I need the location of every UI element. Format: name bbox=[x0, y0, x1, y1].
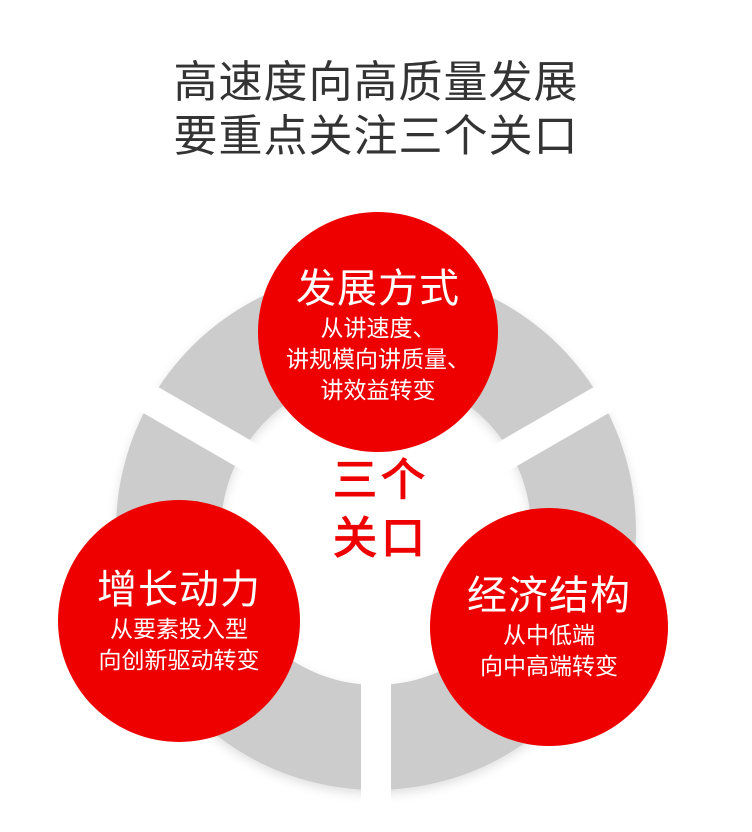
node-development-mode: 发展方式 从讲速度、 讲规模向讲质量、 讲效益转变 bbox=[258, 212, 498, 452]
node-line: 从中低端 bbox=[503, 623, 595, 649]
node-growth-drivers: 增长动力 从要素投入型 向创新驱动转变 bbox=[58, 500, 300, 742]
node-line: 从要素投入型 bbox=[110, 617, 248, 643]
node-line: 讲效益转变 bbox=[320, 377, 436, 404]
node-line: 讲规模向讲质量、 bbox=[286, 346, 470, 373]
node-heading: 发展方式 bbox=[296, 265, 460, 312]
center-label: 三个 关口 bbox=[326, 452, 436, 568]
node-line: 从讲速度、 bbox=[320, 315, 436, 342]
node-heading: 增长动力 bbox=[97, 567, 261, 613]
title-line-2: 要重点关注三个关口 bbox=[173, 111, 579, 162]
node-heading: 经济结构 bbox=[467, 573, 631, 619]
center-label-line-2: 关口 bbox=[333, 513, 429, 564]
node-economic-structure: 经济结构 从中低端 向中高端转变 bbox=[430, 508, 668, 746]
title-line-1: 高速度向高质量发展 bbox=[173, 57, 579, 108]
node-line: 向创新驱动转变 bbox=[98, 648, 260, 674]
center-label-line-1: 三个 bbox=[333, 455, 429, 506]
node-line: 向中高端转变 bbox=[480, 654, 618, 680]
